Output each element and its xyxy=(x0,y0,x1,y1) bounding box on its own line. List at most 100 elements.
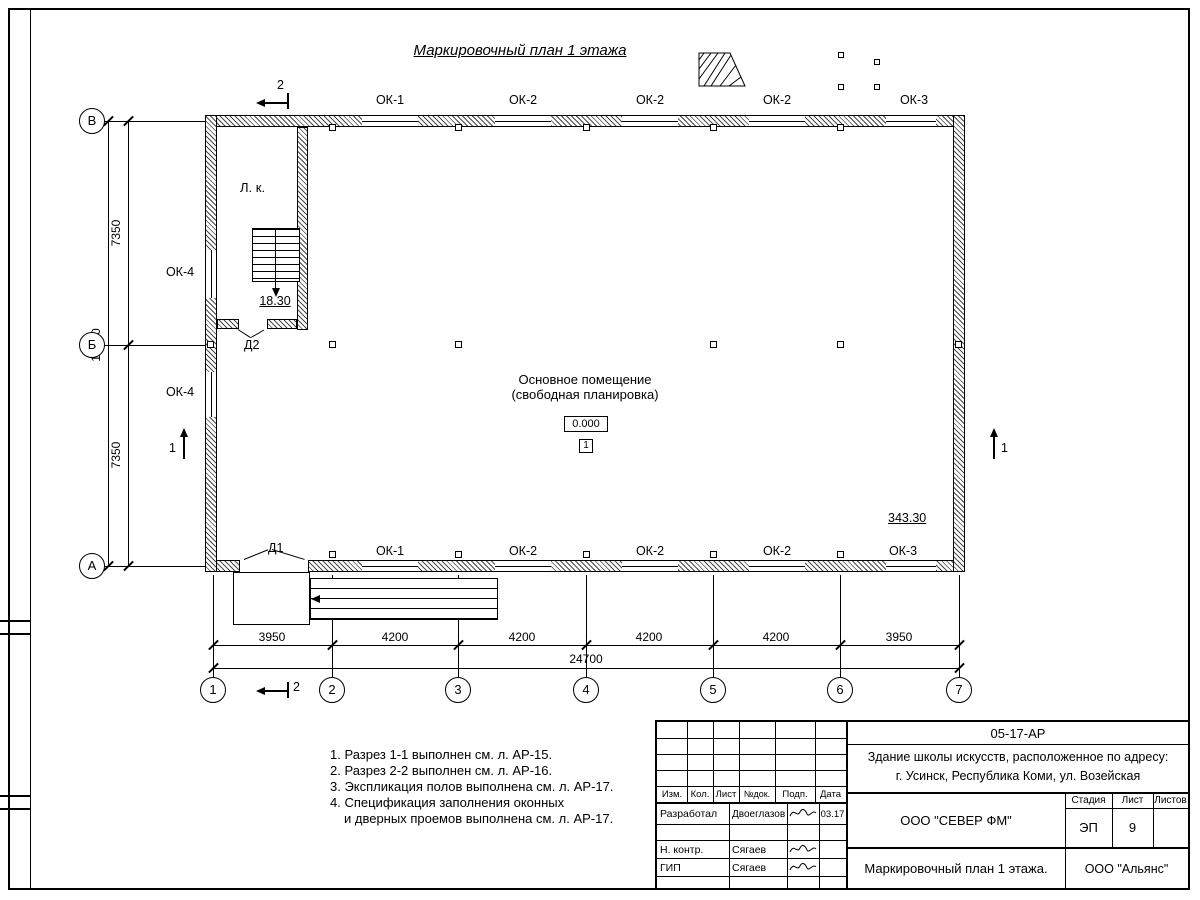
steps-arrow-icon xyxy=(311,595,320,603)
window-label: ОК-1 xyxy=(375,93,405,107)
column-mark xyxy=(710,551,717,558)
entrance-platform xyxy=(233,572,310,625)
stair-direction-line xyxy=(275,228,276,290)
axis-line xyxy=(713,575,714,677)
tb-line xyxy=(1112,792,1113,847)
tb-name: Двоеглазов xyxy=(732,808,786,820)
tb-line xyxy=(657,858,846,859)
canopy-mark xyxy=(838,52,844,58)
tb-col-header: Кол. xyxy=(690,788,710,800)
section-arrow-icon xyxy=(990,428,998,437)
section-mark-label: 1 xyxy=(1001,441,1008,455)
window-ok2-bottom xyxy=(622,560,678,572)
tb-line xyxy=(848,792,1188,794)
axis-bubble-col: 3 xyxy=(445,677,471,703)
fold-mark xyxy=(0,620,30,622)
dim-total: 24700 xyxy=(569,652,603,666)
door-label: Д2 xyxy=(244,338,260,352)
column-mark xyxy=(837,124,844,131)
room-name: (свободная планировка) xyxy=(511,387,659,402)
tb-doc-number: 05-17-АР xyxy=(990,725,1046,741)
section-mark-label: 2 xyxy=(293,680,300,694)
axis-bubble-col: 6 xyxy=(827,677,853,703)
dim-value: 4200 xyxy=(508,630,536,644)
axis-bubble-col: 7 xyxy=(946,677,972,703)
axis-line xyxy=(458,575,459,677)
window-ok2-bottom xyxy=(749,560,805,572)
note-line: 2. Разрез 2-2 выполнен см. л. АР-16. xyxy=(330,763,553,778)
note-line: 3. Экспликация полов выполнена см. л. АР… xyxy=(330,779,614,794)
stair-wall-horizontal xyxy=(267,319,297,329)
tb-line xyxy=(848,847,1188,849)
fold-mark xyxy=(0,633,30,635)
axis-line xyxy=(959,575,960,677)
tb-stage-value: ЭП xyxy=(1079,820,1098,835)
section-mark-label: 2 xyxy=(277,78,284,92)
tb-line xyxy=(687,722,688,802)
canopy-mark xyxy=(838,84,844,90)
window-label: ОК-2 xyxy=(762,93,792,107)
column-mark xyxy=(710,124,717,131)
tb-sheet-label: Лист xyxy=(1121,794,1144,806)
tb-line xyxy=(657,876,846,877)
section-mark-line xyxy=(183,437,185,459)
window-ok1-top xyxy=(362,115,418,127)
dim-value: 3950 xyxy=(885,630,913,644)
tb-line xyxy=(1065,808,1188,809)
column-mark xyxy=(329,341,336,348)
column-mark xyxy=(207,341,214,348)
tb-sheet-value: 9 xyxy=(1128,820,1137,835)
tb-line xyxy=(848,744,1188,745)
column-mark xyxy=(455,124,462,131)
axis-bubble-col: 5 xyxy=(700,677,726,703)
page-title: Маркировочный план 1 этажа xyxy=(413,42,627,59)
tb-line xyxy=(657,840,846,841)
window-label: ОК-2 xyxy=(635,544,665,558)
section-mark-line xyxy=(993,437,995,459)
tb-line xyxy=(787,804,788,888)
window-ok4-left xyxy=(205,250,217,298)
axis-line xyxy=(105,121,205,122)
axis-line xyxy=(840,575,841,677)
tb-line xyxy=(657,824,846,825)
signature xyxy=(789,863,817,871)
dimension-line xyxy=(213,668,959,669)
window-ok1-bottom xyxy=(362,560,418,572)
window-label: ОК-4 xyxy=(165,385,195,399)
tb-line xyxy=(713,722,714,802)
window-label: ОК-2 xyxy=(508,544,538,558)
tb-line xyxy=(657,754,846,755)
window-ok4-left xyxy=(205,372,217,417)
stair-room-label: Л. к. xyxy=(240,180,266,195)
tb-line xyxy=(775,722,776,802)
tb-line xyxy=(1153,792,1154,847)
axis-line xyxy=(586,575,587,677)
window-label: ОК-3 xyxy=(888,544,918,558)
dim-value: 4200 xyxy=(762,630,790,644)
area-mark: 343.30 xyxy=(888,511,927,525)
tb-name: Сягаев xyxy=(732,843,767,856)
column-mark xyxy=(329,551,336,558)
section-arrow-icon xyxy=(180,428,188,437)
roof-detail-sketch xyxy=(698,52,746,87)
dimension-line xyxy=(108,121,109,566)
section-mark-line xyxy=(287,93,289,109)
room-name: Основное помещение xyxy=(518,372,652,387)
tb-stage-label: Стадия xyxy=(1071,794,1106,806)
section-mark-line xyxy=(264,102,288,104)
signature xyxy=(789,845,817,853)
column-mark xyxy=(710,341,717,348)
window-label: ОК-1 xyxy=(375,544,405,558)
axis-line xyxy=(213,575,214,677)
entrance-steps xyxy=(310,578,498,620)
canopy-mark xyxy=(874,84,880,90)
tb-line xyxy=(657,786,846,787)
tb-object: г. Усинск, Республика Коми, ул. Возейска… xyxy=(895,769,1141,783)
tb-col-header: Изм. xyxy=(661,788,683,800)
tb-line xyxy=(846,722,848,888)
axis-line xyxy=(332,575,333,677)
tb-line xyxy=(819,804,820,888)
window-label: ОК-3 xyxy=(899,93,929,107)
column-mark xyxy=(837,551,844,558)
